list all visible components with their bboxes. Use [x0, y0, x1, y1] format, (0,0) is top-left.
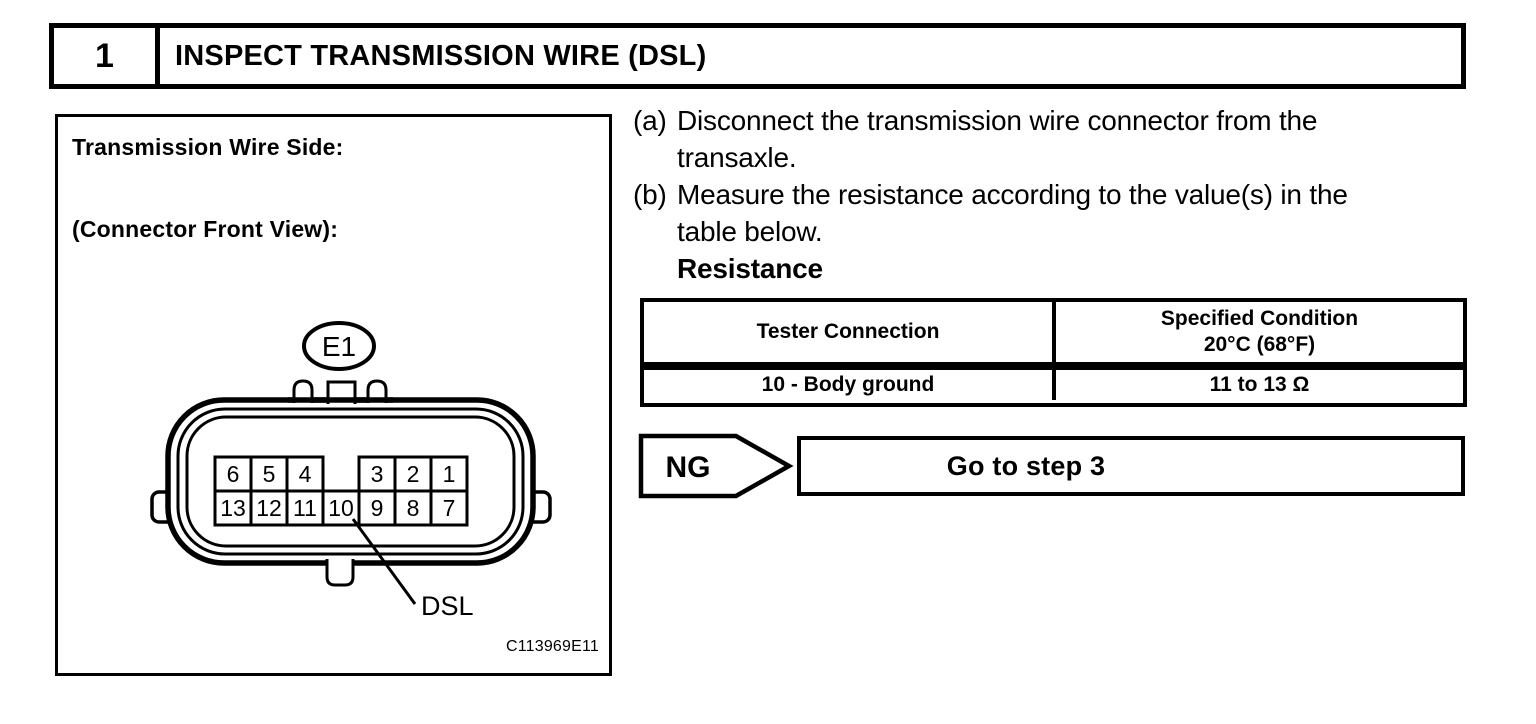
pin-cell: [429, 489, 469, 527]
step-line: transaxle.: [677, 142, 797, 173]
pin-label: 10: [328, 495, 354, 521]
pin-cell: [393, 489, 433, 527]
pin-label: 2: [407, 461, 420, 487]
pin-label: 9: [371, 495, 384, 521]
connector-bottom-tab: [325, 559, 355, 587]
pin-label: 12: [256, 495, 282, 521]
pin-label: 6: [227, 461, 240, 487]
pin-cell: [285, 489, 325, 527]
dsl-label: DSL: [421, 591, 474, 621]
table-data-row: 10 - Body ground 11 to 13 Ω: [644, 370, 1463, 400]
step-number: 1: [54, 28, 160, 84]
pin-cell: [249, 489, 289, 527]
step-text: Disconnect the transmission wire connect…: [677, 102, 1483, 176]
pin-label: 13: [220, 495, 246, 521]
ng-label: NG: [666, 451, 711, 484]
step-label: (b): [633, 179, 667, 210]
connector-id-label: E1: [322, 331, 356, 362]
pin-cell: [393, 455, 433, 493]
table-cell-tester-connection: 10 - Body ground: [644, 370, 1056, 400]
pin-label: 11: [293, 495, 317, 521]
pin-label: 5: [263, 461, 276, 487]
dsl-leader-line: [351, 518, 417, 605]
table-header-row: Tester Connection Specified Condition 20…: [644, 302, 1463, 362]
pin-label: 4: [299, 461, 312, 487]
goto-step-label: Go to step 3: [946, 450, 1106, 481]
figure-caption-wire-side: Transmission Wire Side:: [72, 134, 344, 160]
pin-cell: [213, 489, 253, 527]
table-double-rule: [644, 362, 1463, 370]
connector-shell-inner: [185, 415, 516, 548]
step-title: INSPECT TRANSMISSION WIRE (DSL): [175, 39, 707, 72]
table-header-specified-condition: Specified Condition 20°C (68°F): [1160, 307, 1359, 356]
resistance-heading: Resistance: [677, 253, 823, 284]
step-line: table below.: [677, 216, 823, 247]
table-cell-specified-condition: 11 to 13 Ω: [1209, 373, 1310, 396]
ng-arrow-shape: [638, 433, 794, 499]
connector-diagram: 6 5 4 3 2 1 13 12 11 10 9 8 7 DSL E1: [150, 321, 552, 621]
connector-figure-panel: Transmission Wire Side: (Connector Front…: [55, 114, 612, 676]
step-text: Measure the resistance according to the …: [677, 176, 1483, 250]
connector-id-ellipse: [302, 321, 376, 371]
instruction-list: (a) Disconnect the transmission wire con…: [633, 102, 1483, 287]
pin-label: 8: [407, 495, 420, 521]
step-label: (a): [633, 105, 667, 136]
step-header: 1 INSPECT TRANSMISSION WIRE (DSL): [49, 23, 1466, 89]
ng-flag: NG: [638, 433, 794, 499]
pin-label: 1: [443, 461, 456, 487]
step-line: Disconnect the transmission wire connect…: [677, 105, 1318, 136]
figure-caption-front-view: (Connector Front View):: [72, 216, 339, 242]
instruction-step-b: (b) Measure the resistance according to …: [633, 176, 1483, 250]
step-line: Measure the resistance according to the …: [677, 179, 1348, 210]
connector-shell-mid: [176, 407, 525, 556]
pin-label: 7: [443, 495, 456, 521]
pin-cell: [357, 489, 397, 527]
instruction-step-a: (a) Disconnect the transmission wire con…: [633, 102, 1483, 176]
goto-step-box: Go to step 3: [797, 436, 1465, 496]
pin-label: 3: [371, 461, 384, 487]
table-header-tester-connection: Tester Connection: [644, 302, 1056, 362]
figure-code: C113969E11: [505, 638, 599, 655]
resistance-table: Tester Connection Specified Condition 20…: [640, 298, 1467, 407]
